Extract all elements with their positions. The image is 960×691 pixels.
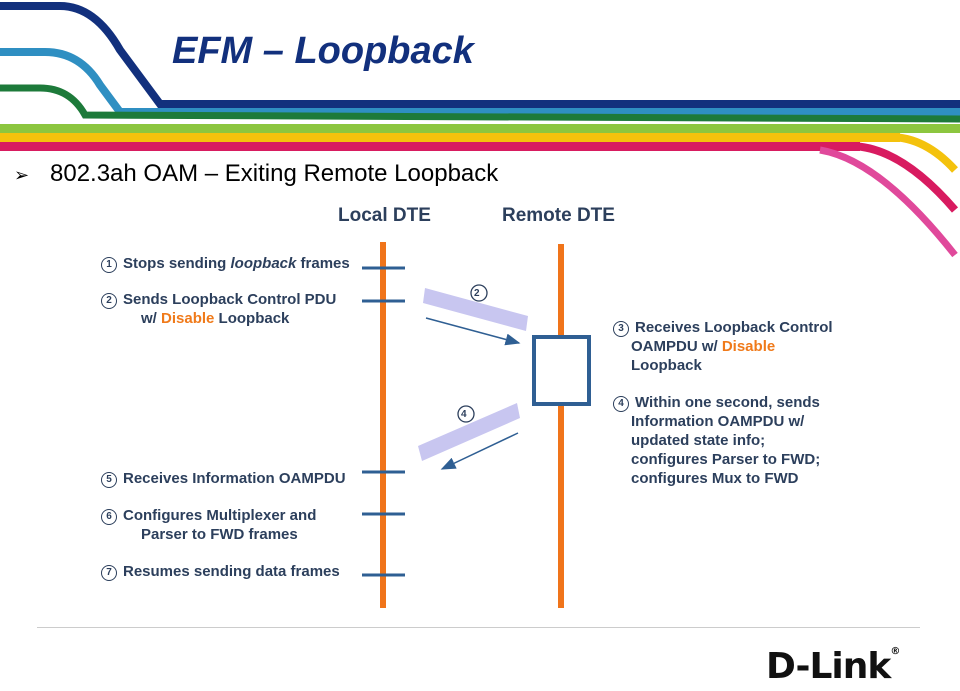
swoosh-navy	[0, 2, 960, 108]
step-2-line-2: w/ Disable Loopback	[141, 310, 290, 327]
step-4-line-2: Information OAMPDU w/	[631, 413, 805, 430]
remote-processing-box	[532, 335, 591, 406]
emphasis-disable: Disable	[161, 310, 215, 327]
step-number: 5	[101, 472, 117, 488]
outgoing-pdu-band	[423, 288, 528, 331]
step-number: 2	[101, 293, 117, 309]
step-number: 7	[101, 565, 117, 581]
step-4-line-3: updated state info;	[631, 432, 766, 449]
arrow-label-4: 4	[461, 409, 467, 420]
swoosh-green	[0, 84, 960, 123]
step-number: 4	[613, 396, 629, 412]
curl-pink	[819, 146, 958, 258]
emphasis-disable: Disable	[721, 338, 776, 355]
local-dte-label: Local DTE	[338, 205, 431, 226]
step-6-line-2: Parser to FWD frames	[141, 526, 298, 543]
subtitle: ➢ 802.3ah OAM – Exiting Remote Loopback	[14, 160, 498, 188]
step-4-line-5: configures Mux to FWD	[631, 470, 799, 487]
step-4-line-4: configures Parser to FWD;	[631, 451, 821, 468]
arrow-bullet-icon: ➢	[14, 165, 30, 185]
outgoing-arrow	[425, 317, 521, 346]
swoosh-blue	[0, 48, 960, 116]
step-number: 1	[101, 257, 117, 273]
arrow-label-circle-2	[470, 284, 488, 302]
dlink-logo: D-Link®	[766, 646, 901, 687]
step-number: 3	[613, 321, 629, 337]
step-3-line-2: OAMPDU w/ Disable	[631, 338, 776, 355]
curl-magenta	[849, 142, 959, 213]
step-3-line-3: Loopback	[631, 357, 702, 374]
curl-yellow	[889, 133, 958, 173]
subtitle-text: 802.3ah OAM – Exiting Remote Loopback	[50, 160, 499, 187]
step-number: 6	[101, 509, 117, 525]
return-pdu-band	[418, 403, 520, 461]
remote-dte-label: Remote DTE	[502, 205, 615, 226]
arrow-label-2: 2	[474, 288, 480, 299]
registered-mark-icon: ®	[890, 646, 901, 657]
emphasis-loopback: loopback	[230, 255, 297, 272]
footer-divider	[37, 627, 920, 628]
return-arrow	[440, 432, 519, 470]
band-yellow	[0, 133, 900, 142]
band-lightgreen	[0, 124, 960, 133]
arrow-label-circle-4	[457, 405, 475, 423]
band-magenta	[0, 142, 860, 151]
page-title: EFM – Loopback	[172, 30, 474, 72]
